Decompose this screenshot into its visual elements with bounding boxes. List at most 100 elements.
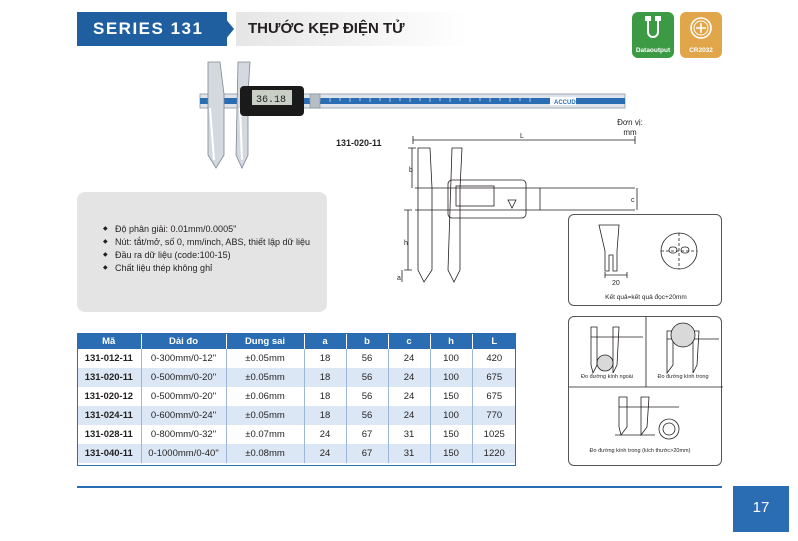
cell-range: 0-600mm/0-24" bbox=[141, 406, 227, 425]
precision-inset: 20 bbox=[568, 214, 722, 306]
cell-b: 56 bbox=[346, 406, 389, 425]
table-header-row: Mã Dải đo Dung sai a b c h L bbox=[77, 333, 516, 349]
title-bar bbox=[236, 12, 468, 46]
cell-L: 420 bbox=[472, 349, 516, 368]
feature-item: Đầu ra dữ liệu (code:100-15) bbox=[103, 250, 323, 261]
cell-range: 0-300mm/0-12" bbox=[141, 349, 227, 368]
table-row: 131-020-12 0-500mm/0-20" ±0.06mm 18 56 2… bbox=[77, 387, 516, 406]
cell-tolerance: ±0.05mm bbox=[226, 368, 305, 387]
cell-c: 31 bbox=[388, 425, 431, 444]
precision-caption: Kết quả=kết quả đọc+20mm bbox=[605, 294, 687, 301]
cell-h: 150 bbox=[430, 425, 473, 444]
cell-code: 131-024-11 bbox=[77, 406, 142, 425]
cell-b: 56 bbox=[346, 368, 389, 387]
header-tolerance: Dung sai bbox=[226, 333, 305, 349]
unit-line-2: mm bbox=[623, 128, 637, 137]
cell-code: 131-028-11 bbox=[77, 425, 142, 444]
table-row: 131-040-11 0-1000mm/0-40" ±0.08mm 24 67 … bbox=[77, 444, 516, 463]
feature-item: Độ phân giải: 0.01mm/0.0005" bbox=[103, 224, 323, 235]
cell-a: 18 bbox=[304, 387, 347, 406]
cell-b: 56 bbox=[346, 387, 389, 406]
footer-divider bbox=[77, 486, 722, 488]
cell-code: 131-020-11 bbox=[77, 368, 142, 387]
measurement-drawing bbox=[569, 317, 723, 440]
cell-h: 150 bbox=[430, 444, 473, 463]
cell-a: 24 bbox=[304, 425, 347, 444]
data-output-label: Dataoutput bbox=[635, 47, 671, 54]
header-L: L bbox=[472, 333, 516, 349]
spec-table: Mã Dải đo Dung sai a b c h L 131-012-11 … bbox=[77, 333, 516, 463]
cell-c: 24 bbox=[388, 368, 431, 387]
cell-tolerance: ±0.05mm bbox=[226, 406, 305, 425]
battery-label: CR2032 bbox=[689, 47, 713, 54]
cell-b: 67 bbox=[346, 425, 389, 444]
caption-inside-large: Đo đường kính trong (kích thước>20mm) bbox=[589, 448, 691, 454]
product-code: 131-020-11 bbox=[336, 138, 382, 148]
features-list: Độ phân giải: 0.01mm/0.0005" Nút: tắt/mở… bbox=[103, 224, 323, 276]
table-row: 131-028-11 0-800mm/0-32" ±0.07mm 24 67 3… bbox=[77, 425, 516, 444]
cell-c: 31 bbox=[388, 444, 431, 463]
caption-inside-diameter: Đo đường kính trong bbox=[657, 374, 709, 380]
cell-L: 675 bbox=[472, 368, 516, 387]
cell-range: 0-500mm/0-20" bbox=[141, 368, 227, 387]
cell-b: 56 bbox=[346, 349, 389, 368]
cell-h: 100 bbox=[430, 406, 473, 425]
cell-code: 131-020-12 bbox=[77, 387, 142, 406]
cell-tolerance: ±0.06mm bbox=[226, 387, 305, 406]
dim-h: h bbox=[404, 240, 408, 247]
header-h: h bbox=[430, 333, 473, 349]
table-row: 131-020-11 0-500mm/0-20" ±0.05mm 18 56 2… bbox=[77, 368, 516, 387]
feature-item: Chất liệu thép không ghỉ bbox=[103, 263, 323, 274]
header-a: a bbox=[304, 333, 347, 349]
header-range: Dải đo bbox=[141, 333, 227, 349]
feature-item: Nút: tắt/mở, số 0, mm/inch, ABS, thiết l… bbox=[103, 237, 323, 248]
dim-L: L bbox=[520, 133, 524, 140]
cell-range: 0-800mm/0-32" bbox=[141, 425, 227, 444]
cell-L: 675 bbox=[472, 387, 516, 406]
series-label: SERIES 131 bbox=[93, 19, 204, 38]
technical-drawing: L b h a c bbox=[397, 133, 638, 283]
cell-L: 770 bbox=[472, 406, 516, 425]
cell-c: 24 bbox=[388, 387, 431, 406]
dim-20: 20 bbox=[612, 280, 620, 287]
cell-b: 67 bbox=[346, 444, 389, 463]
header-b: b bbox=[346, 333, 389, 349]
cell-L: 1220 bbox=[472, 444, 516, 463]
cell-h: 100 bbox=[430, 368, 473, 387]
cell-a: 24 bbox=[304, 444, 347, 463]
table-row: 131-024-11 0-600mm/0-24" ±0.05mm 18 56 2… bbox=[77, 406, 516, 425]
battery-badge: CR2032 bbox=[680, 12, 722, 58]
cell-range: 0-500mm/0-20" bbox=[141, 387, 227, 406]
jaw-detail-drawing: 20 bbox=[598, 224, 698, 287]
header-code: Mã bbox=[77, 333, 142, 349]
page-number: 17 bbox=[752, 499, 770, 516]
cell-c: 24 bbox=[388, 349, 431, 368]
dim-b: b bbox=[409, 167, 413, 174]
data-output-badge: Dataoutput bbox=[632, 12, 674, 58]
cell-c: 24 bbox=[388, 406, 431, 425]
measurement-inset bbox=[568, 316, 723, 466]
cell-L: 1025 bbox=[472, 425, 516, 444]
series-tab bbox=[77, 12, 227, 46]
unit-line-1: Đơn vị: bbox=[617, 118, 643, 127]
battery-icon bbox=[690, 17, 712, 39]
cell-a: 18 bbox=[304, 349, 347, 368]
cell-range: 0-1000mm/0-40" bbox=[141, 444, 227, 463]
page-number-box bbox=[733, 486, 789, 532]
caption-outside-diameter: Đo đường kính ngoài bbox=[581, 374, 633, 380]
cell-tolerance: ±0.05mm bbox=[226, 349, 305, 368]
cell-a: 18 bbox=[304, 368, 347, 387]
dim-a: a bbox=[397, 275, 401, 282]
header-c: c bbox=[388, 333, 431, 349]
page-title: THƯỚC KẸP ĐIỆN TỬ bbox=[248, 20, 405, 37]
display-reading: 36.18 bbox=[256, 95, 286, 106]
cell-code: 131-040-11 bbox=[77, 444, 142, 463]
caliper-photo: ACCUD 36.18 bbox=[199, 61, 626, 169]
dim-c: c bbox=[631, 197, 635, 204]
series-tab-arrow bbox=[220, 12, 234, 46]
cell-h: 150 bbox=[430, 387, 473, 406]
brand-label: ACCUD bbox=[554, 100, 576, 106]
cell-code: 131-012-11 bbox=[77, 349, 142, 368]
table-row: 131-012-11 0-300mm/0-12" ±0.05mm 18 56 2… bbox=[77, 349, 516, 368]
cell-h: 100 bbox=[430, 349, 473, 368]
